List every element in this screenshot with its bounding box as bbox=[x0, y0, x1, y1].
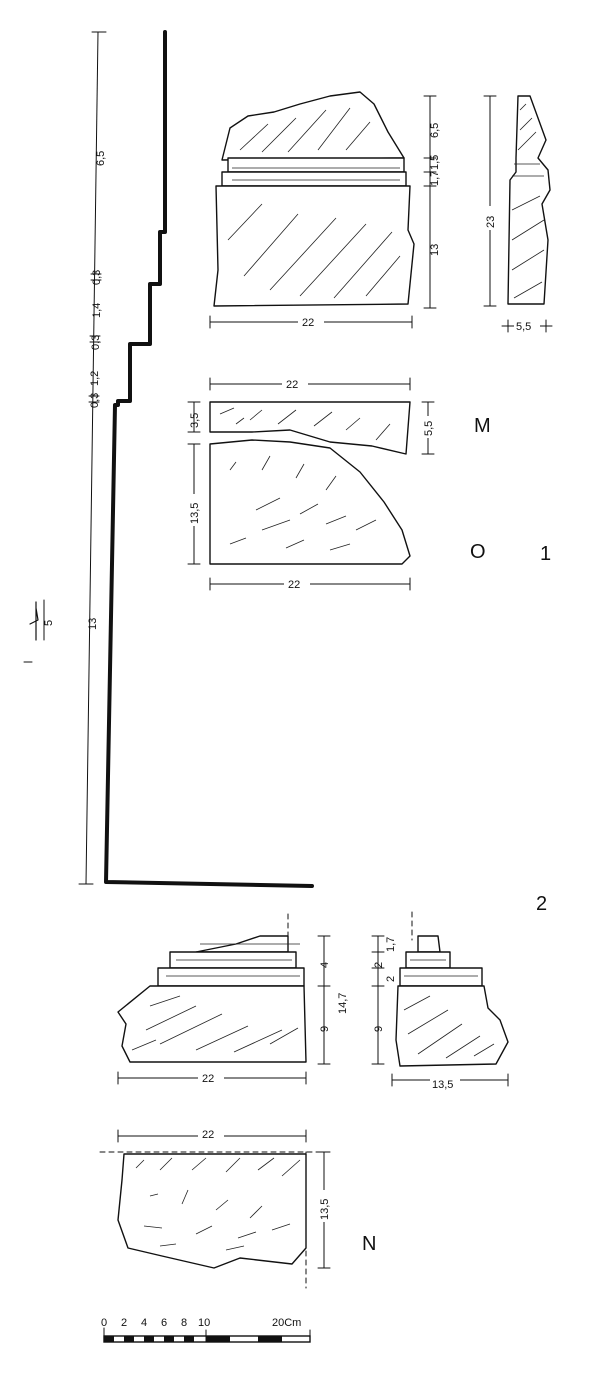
profile-dim-2: 0,3 bbox=[91, 270, 103, 285]
fig1-side-width: 5,5 bbox=[516, 321, 531, 333]
fig2-front-dim-2: 14,7 bbox=[337, 993, 349, 1014]
view-letter-n: N bbox=[362, 1233, 376, 1255]
scale-tick-4: 4 bbox=[141, 1317, 147, 1329]
profile-dim-3: 1,4 bbox=[91, 303, 103, 318]
fig1-top-left-dim: 3,5 bbox=[189, 413, 201, 428]
view-letter-m: M bbox=[474, 415, 491, 437]
profile-dim-5: 1,2 bbox=[89, 371, 101, 386]
fig1-front-dim-4: 13 bbox=[429, 244, 441, 256]
figure-number-2: 2 bbox=[536, 893, 547, 915]
fig2-front-dim-3: 9 bbox=[319, 1026, 331, 1032]
fig2-side-dim-2: 1,7 bbox=[385, 937, 397, 952]
detail-dim: 5 bbox=[43, 620, 55, 626]
fig2-side-dim-3: 2 bbox=[385, 976, 397, 982]
fig2-front-view: 22 4 14,7 9 bbox=[117, 913, 349, 1086]
scale-end-label: 20Cm bbox=[272, 1317, 301, 1329]
profile-dim-6: 0,3 bbox=[89, 393, 101, 408]
fig1-front-view: 22 6,5 1,5 1,7 13 bbox=[209, 91, 441, 330]
profile-dim-4: 0,3 bbox=[90, 335, 102, 350]
fig2-front-dim-1: 4 bbox=[319, 962, 331, 968]
fig1-front-dim-1: 6,5 bbox=[429, 123, 441, 138]
fig1-top-right-dim: 5,5 bbox=[423, 421, 435, 436]
fig2-side-dim-4: 9 bbox=[373, 1026, 385, 1032]
fig2-side-view: 2 1,7 2 9 13,5 bbox=[371, 911, 509, 1091]
profile-dim-1: 6,5 bbox=[95, 151, 107, 166]
fig2-plan-dim: 13,5 bbox=[319, 1199, 331, 1220]
scale-tick-2: 2 bbox=[121, 1317, 127, 1329]
fig1-bottom-left-dim: 13,5 bbox=[189, 503, 201, 524]
fig2-side-width: 13,5 bbox=[432, 1079, 453, 1091]
fig1-side-height: 23 bbox=[485, 216, 497, 228]
fig1-top-width: 22 bbox=[286, 379, 298, 391]
fig2-front-width: 22 bbox=[202, 1073, 214, 1085]
scale-bar: 0 2 4 6 8 10 20Cm bbox=[101, 1317, 311, 1343]
fig2-plan-width: 22 bbox=[202, 1129, 214, 1141]
fig1-front-dim-3: 1,7 bbox=[429, 171, 441, 186]
profile-dim-7: 13 bbox=[87, 618, 99, 630]
figure-number-1: 1 bbox=[540, 543, 551, 565]
moulding-profile: 6,5 0,3 1,4 0,3 1,2 0,3 13 bbox=[78, 30, 314, 888]
fig1-bottom-view-o: 13,5 22 O bbox=[186, 439, 486, 592]
scale-tick-10: 10 bbox=[198, 1317, 210, 1329]
fig1-top-view-m: 22 3,5 5,5 M bbox=[187, 376, 491, 455]
view-letter-o: O bbox=[470, 541, 486, 563]
fig1-bottom-width: 22 bbox=[288, 579, 300, 591]
scale-tick-6: 6 bbox=[161, 1317, 167, 1329]
fig2-side-dim-1: 2 bbox=[373, 962, 385, 968]
scale-tick-8: 8 bbox=[181, 1317, 187, 1329]
scale-tick-0: 0 bbox=[101, 1317, 107, 1329]
fig2-plan-view-n: 22 13,5 N bbox=[99, 1126, 376, 1289]
fig1-front-width: 22 bbox=[302, 317, 314, 329]
fig1-side-view: 23 5,5 bbox=[481, 95, 553, 334]
fig1-front-dim-2: 1,5 bbox=[429, 155, 441, 170]
profile-detail-marker: 5 bbox=[23, 599, 55, 663]
